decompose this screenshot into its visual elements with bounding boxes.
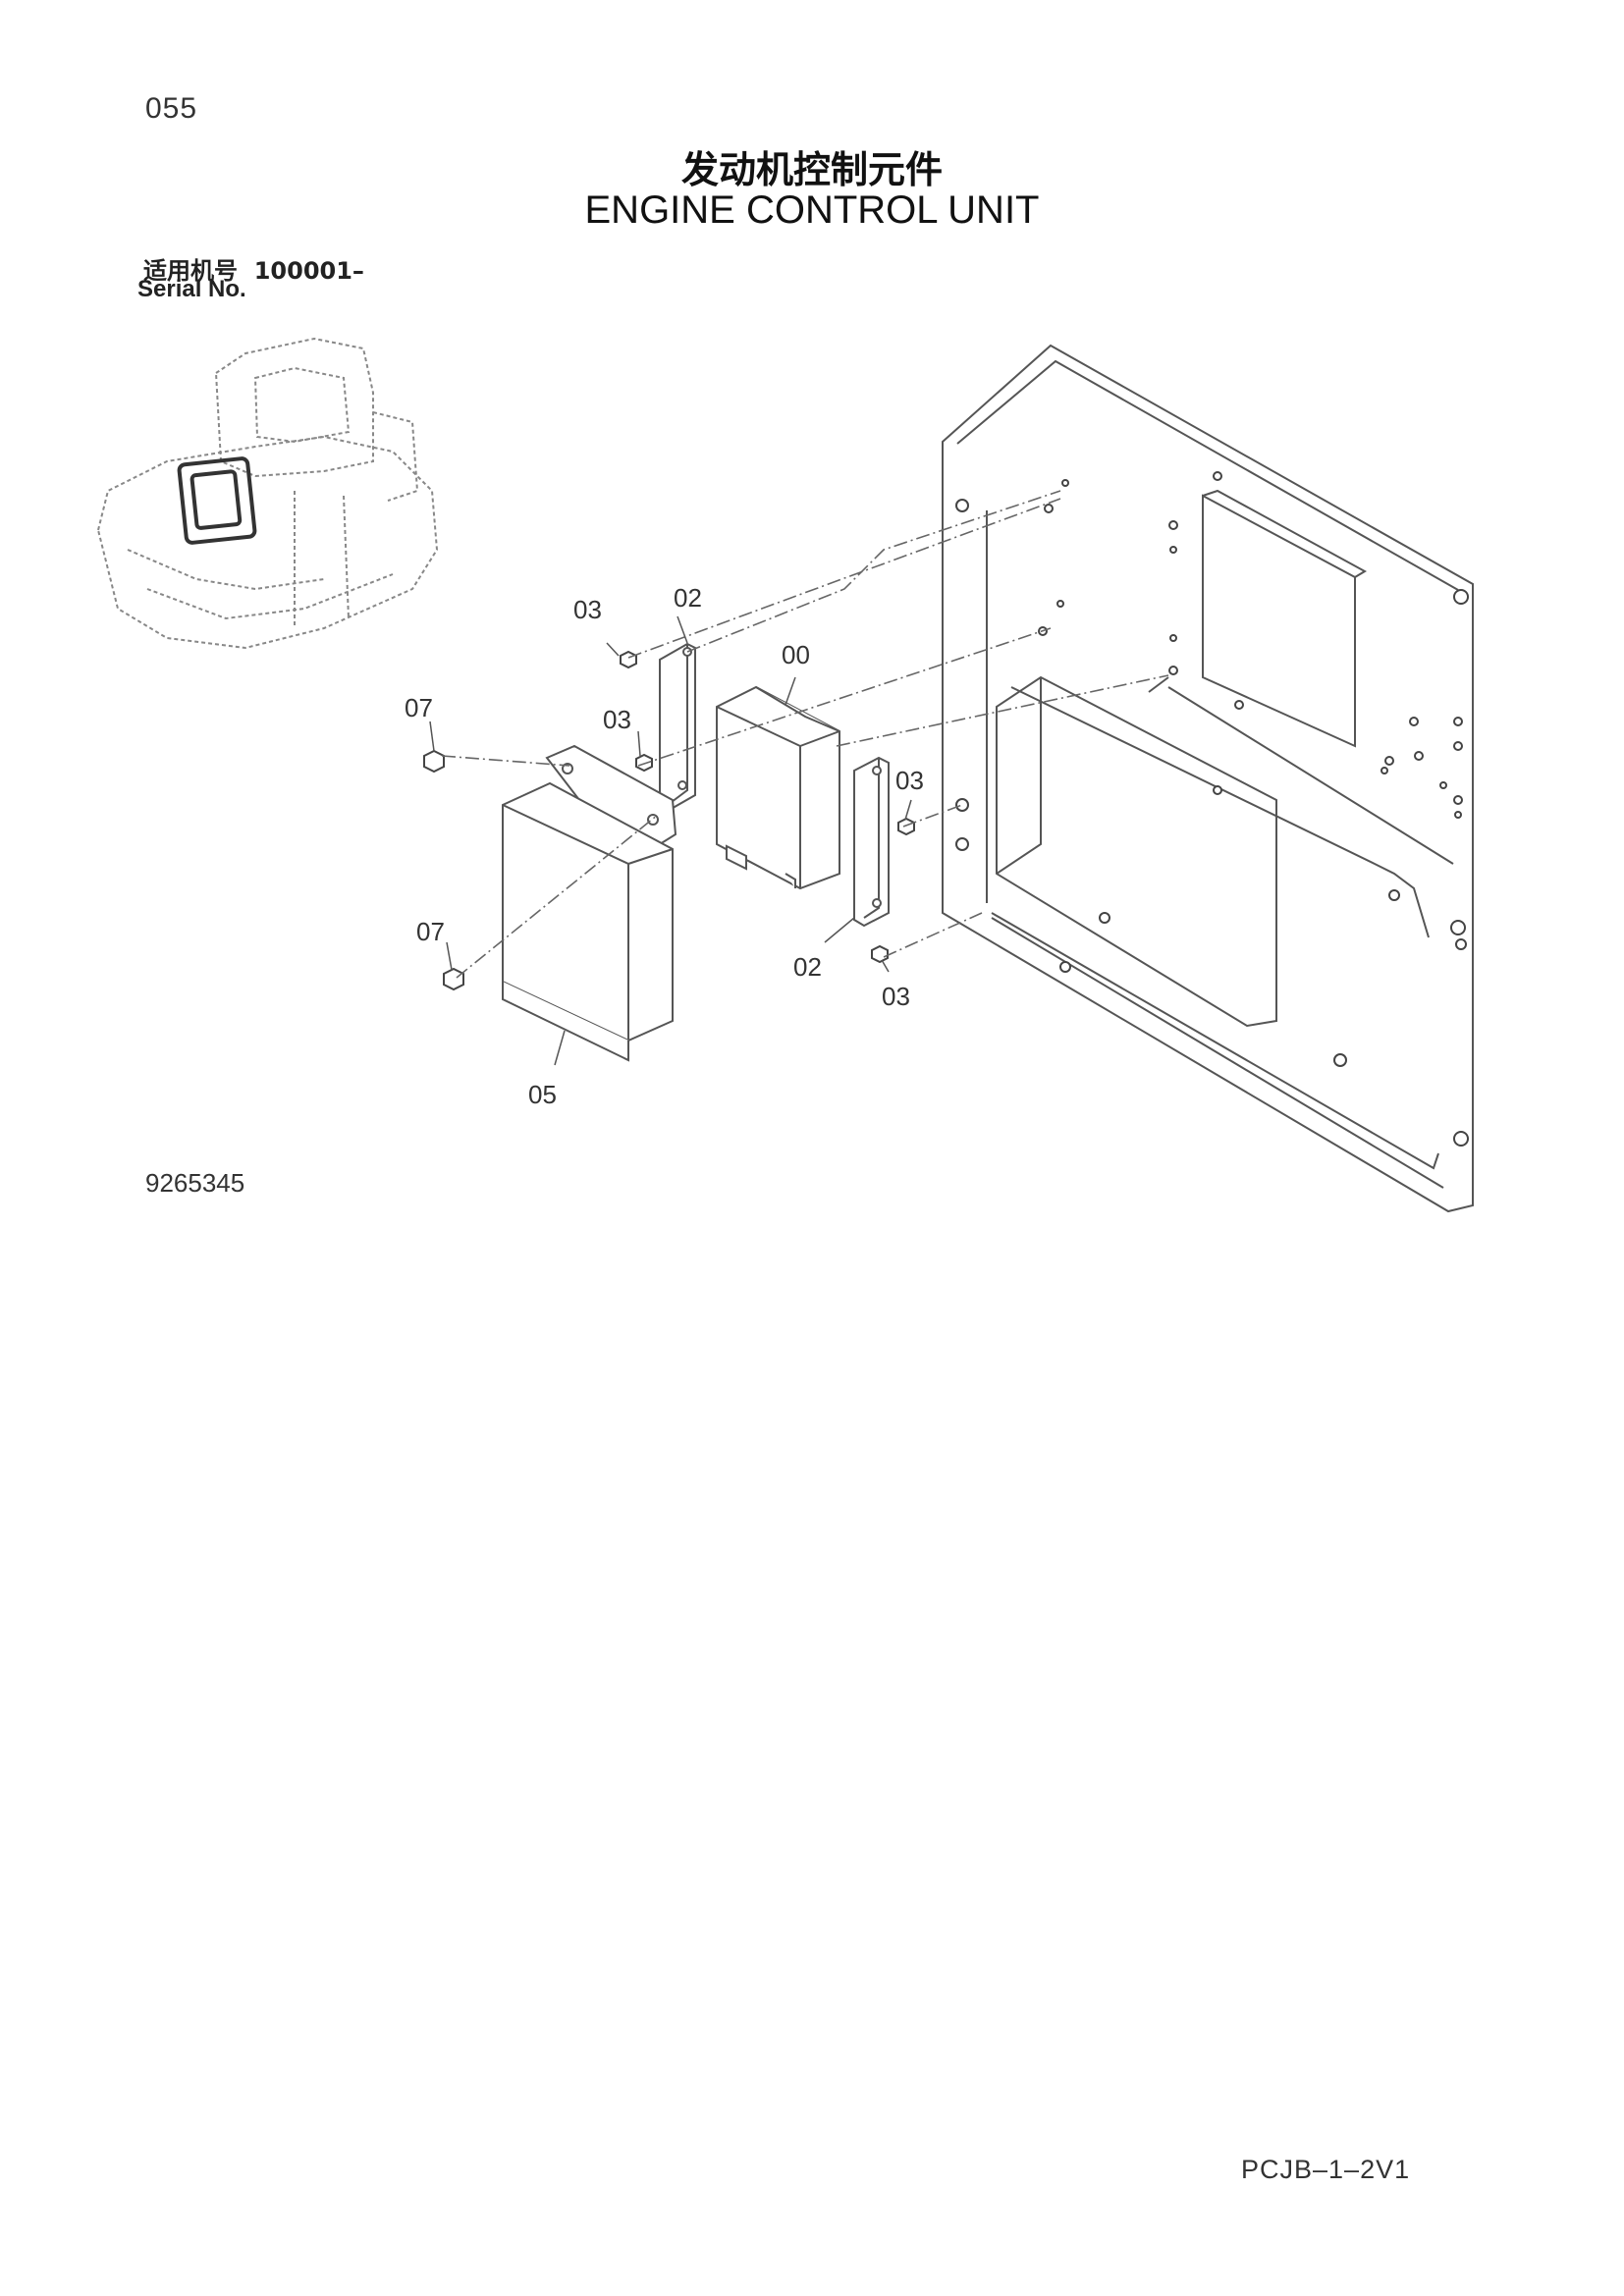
callout-bolt-cover-lower: 07 — [416, 917, 445, 946]
page-code: PCJB–1–2V1 — [1241, 2155, 1411, 2184]
exploded-parts-diagram: 03 02 00 03 07 03 07 02 03 05 — [96, 337, 1474, 1213]
assembly-alignment-lines — [441, 490, 1169, 979]
machine-locator-illustration — [96, 337, 439, 650]
page-title-english: ENGINE CONTROL UNIT — [584, 188, 1040, 232]
serial-label-english: Serial No. — [137, 276, 246, 302]
mounting-panel — [942, 344, 1474, 1213]
callout-cover: 05 — [528, 1080, 557, 1109]
callout-bolt-top: 03 — [573, 595, 602, 624]
callout-bracket-lower: 02 — [793, 952, 822, 982]
upper-bracket-part — [659, 642, 696, 813]
callout-ecu: 00 — [782, 640, 810, 669]
callout-bolt-mid: 03 — [603, 705, 631, 734]
engine-control-unit-part — [716, 685, 840, 890]
lower-bracket-part — [853, 756, 890, 928]
callout-bracket-upper: 02 — [674, 583, 702, 613]
callout-bolt-cover-upper: 07 — [405, 693, 433, 722]
panel-holes — [955, 471, 1469, 1147]
cover-part — [502, 744, 677, 1062]
page-title-chinese: 发动机控制元件 — [680, 148, 943, 191]
drawing-number: 9265345 — [145, 1168, 245, 1198]
serial-range: 100001– — [253, 257, 364, 285]
serial-applicability: 适用机号 100001– — [143, 251, 364, 286]
callout-bolt-right: 03 — [895, 766, 924, 795]
callout-bolt-bottom: 03 — [882, 982, 910, 1011]
serial-label-chinese: 适用机号 — [143, 257, 238, 285]
callout-leader-lines — [429, 615, 912, 1066]
locator-highlight-box — [177, 456, 257, 545]
page-number: 055 — [145, 92, 198, 125]
